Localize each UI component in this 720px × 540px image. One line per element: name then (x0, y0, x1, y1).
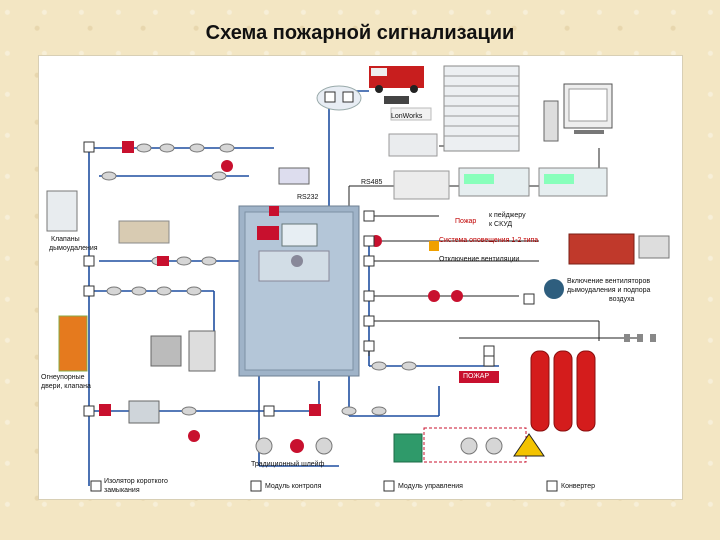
door-holder-image (150, 335, 182, 367)
gas-cylinders (530, 350, 596, 432)
control-panel-cabinet (238, 205, 360, 377)
printer-device (278, 167, 310, 185)
rs485-label: RS485 (361, 179, 383, 186)
legend-management-module: Модуль управления (398, 483, 463, 490)
vent-motor-image (638, 235, 670, 259)
diagram-panel: LonWorks RS485 RS232 Пожар к пейджеру к … (38, 55, 683, 500)
strobe-beacon (429, 241, 439, 251)
access-control-label: к СКУД (489, 221, 513, 228)
fire-door-image (58, 315, 88, 372)
converter-unit (388, 133, 438, 157)
manual-call-points (99, 141, 499, 453)
green-module-box (393, 433, 423, 463)
addressable-group-frame (423, 427, 527, 463)
ventilation-unit-image (568, 233, 635, 265)
legend-converter: Конвертер (561, 483, 596, 490)
lonworks-label-box (390, 107, 432, 121)
beam-detector-image (128, 400, 160, 424)
legend-isolator-2: замыкания (104, 487, 140, 494)
isolator-modules (83, 141, 535, 417)
valves-label-1: Клапаны (51, 236, 80, 243)
fire-doors-label-1: Огнеупорные (41, 374, 85, 381)
valves-label-2: дымоудаления (49, 245, 98, 252)
smoke-detectors (101, 143, 503, 455)
fire-doors-label-2: двери, клапана (41, 383, 91, 390)
computer-workstation (543, 83, 613, 142)
modem-device (384, 96, 409, 104)
rs485-module-1 (393, 170, 450, 200)
fire-alarm-diagram (46, 65, 670, 492)
traditional-loop-label: Традиционный шлейф (251, 461, 325, 468)
vent-off-label: Отключение вентиляции (439, 256, 520, 263)
smoke-valve-image (46, 190, 78, 232)
fire-signal-label: Пожар (455, 218, 477, 225)
legend-isolator-1: Изолятор короткого (104, 478, 168, 485)
fire-indicator-label: ПОЖАР (463, 373, 490, 380)
page-title: Схема пожарной сигнализации (205, 22, 515, 44)
pager-label: к пейджеру (489, 212, 526, 219)
smoke-vent-label-1: Включение вентиляторов (567, 278, 651, 285)
lonworks-label: LonWorks (391, 113, 423, 120)
legend-icons (90, 480, 558, 492)
alert-system-label: Система оповещения 1-2 типа (439, 237, 539, 244)
warning-triangle-icon (513, 433, 545, 457)
server-rack (443, 65, 520, 152)
door-closer-image (188, 330, 216, 372)
network-cloud (316, 85, 362, 111)
damper-actuator-image (118, 220, 170, 244)
fire-truck-image (369, 66, 424, 93)
smoke-vent-label-2: дымоудаления и подпора (567, 287, 651, 294)
legend-control-module: Модуль контроля (265, 483, 322, 490)
nozzles (624, 334, 656, 342)
smoke-vent-label-3: воздуха (609, 296, 635, 303)
rs232-label: RS232 (297, 194, 319, 201)
fan-icon (544, 279, 564, 299)
